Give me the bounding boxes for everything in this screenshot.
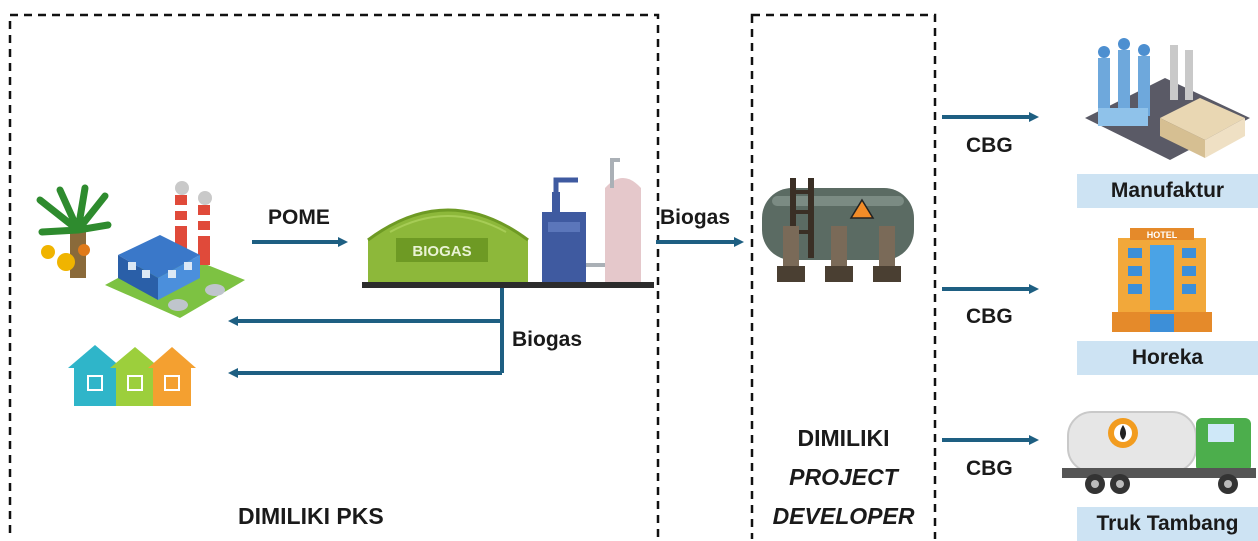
cbg-horeka-label: CBG [966,305,1013,328]
developer-title-line2: PROJECT [789,464,898,490]
palm-tree-icon [36,184,112,278]
factory-icon [105,181,245,318]
hotel-building-icon: HOTEL [1112,228,1212,332]
developer-region-border [750,13,937,539]
pks-region-border [8,13,660,539]
digester-label: BIOGAS [412,243,471,260]
truk-tambang-label: Truk Tambang [1077,507,1258,541]
cbg-truk-label: CBG [966,457,1013,480]
biogas-digester-icon: BIOGAS [362,158,654,288]
tanker-truck-icon [1062,411,1256,494]
hotel-sign: HOTEL [1147,230,1178,240]
cbg-storage-tank-icon [762,178,914,282]
pks-region-title: DIMILIKI PKS [238,503,384,529]
developer-title-line3: DEVELOPER [772,503,915,529]
cbg-manufaktur-label: CBG [966,134,1013,157]
biogas-to-developer-label: Biogas [660,206,731,229]
developer-title-line1: DIMILIKI [797,425,890,451]
manufaktur-label: Manufaktur [1077,174,1258,208]
houses-icon [68,345,196,406]
biogas-return-arrows [228,288,504,378]
manufacturing-plant-icon [1085,38,1250,160]
horeka-label: Horeka [1077,341,1258,375]
biogas-return-label: Biogas [512,328,583,351]
pome-label: POME [268,206,330,229]
